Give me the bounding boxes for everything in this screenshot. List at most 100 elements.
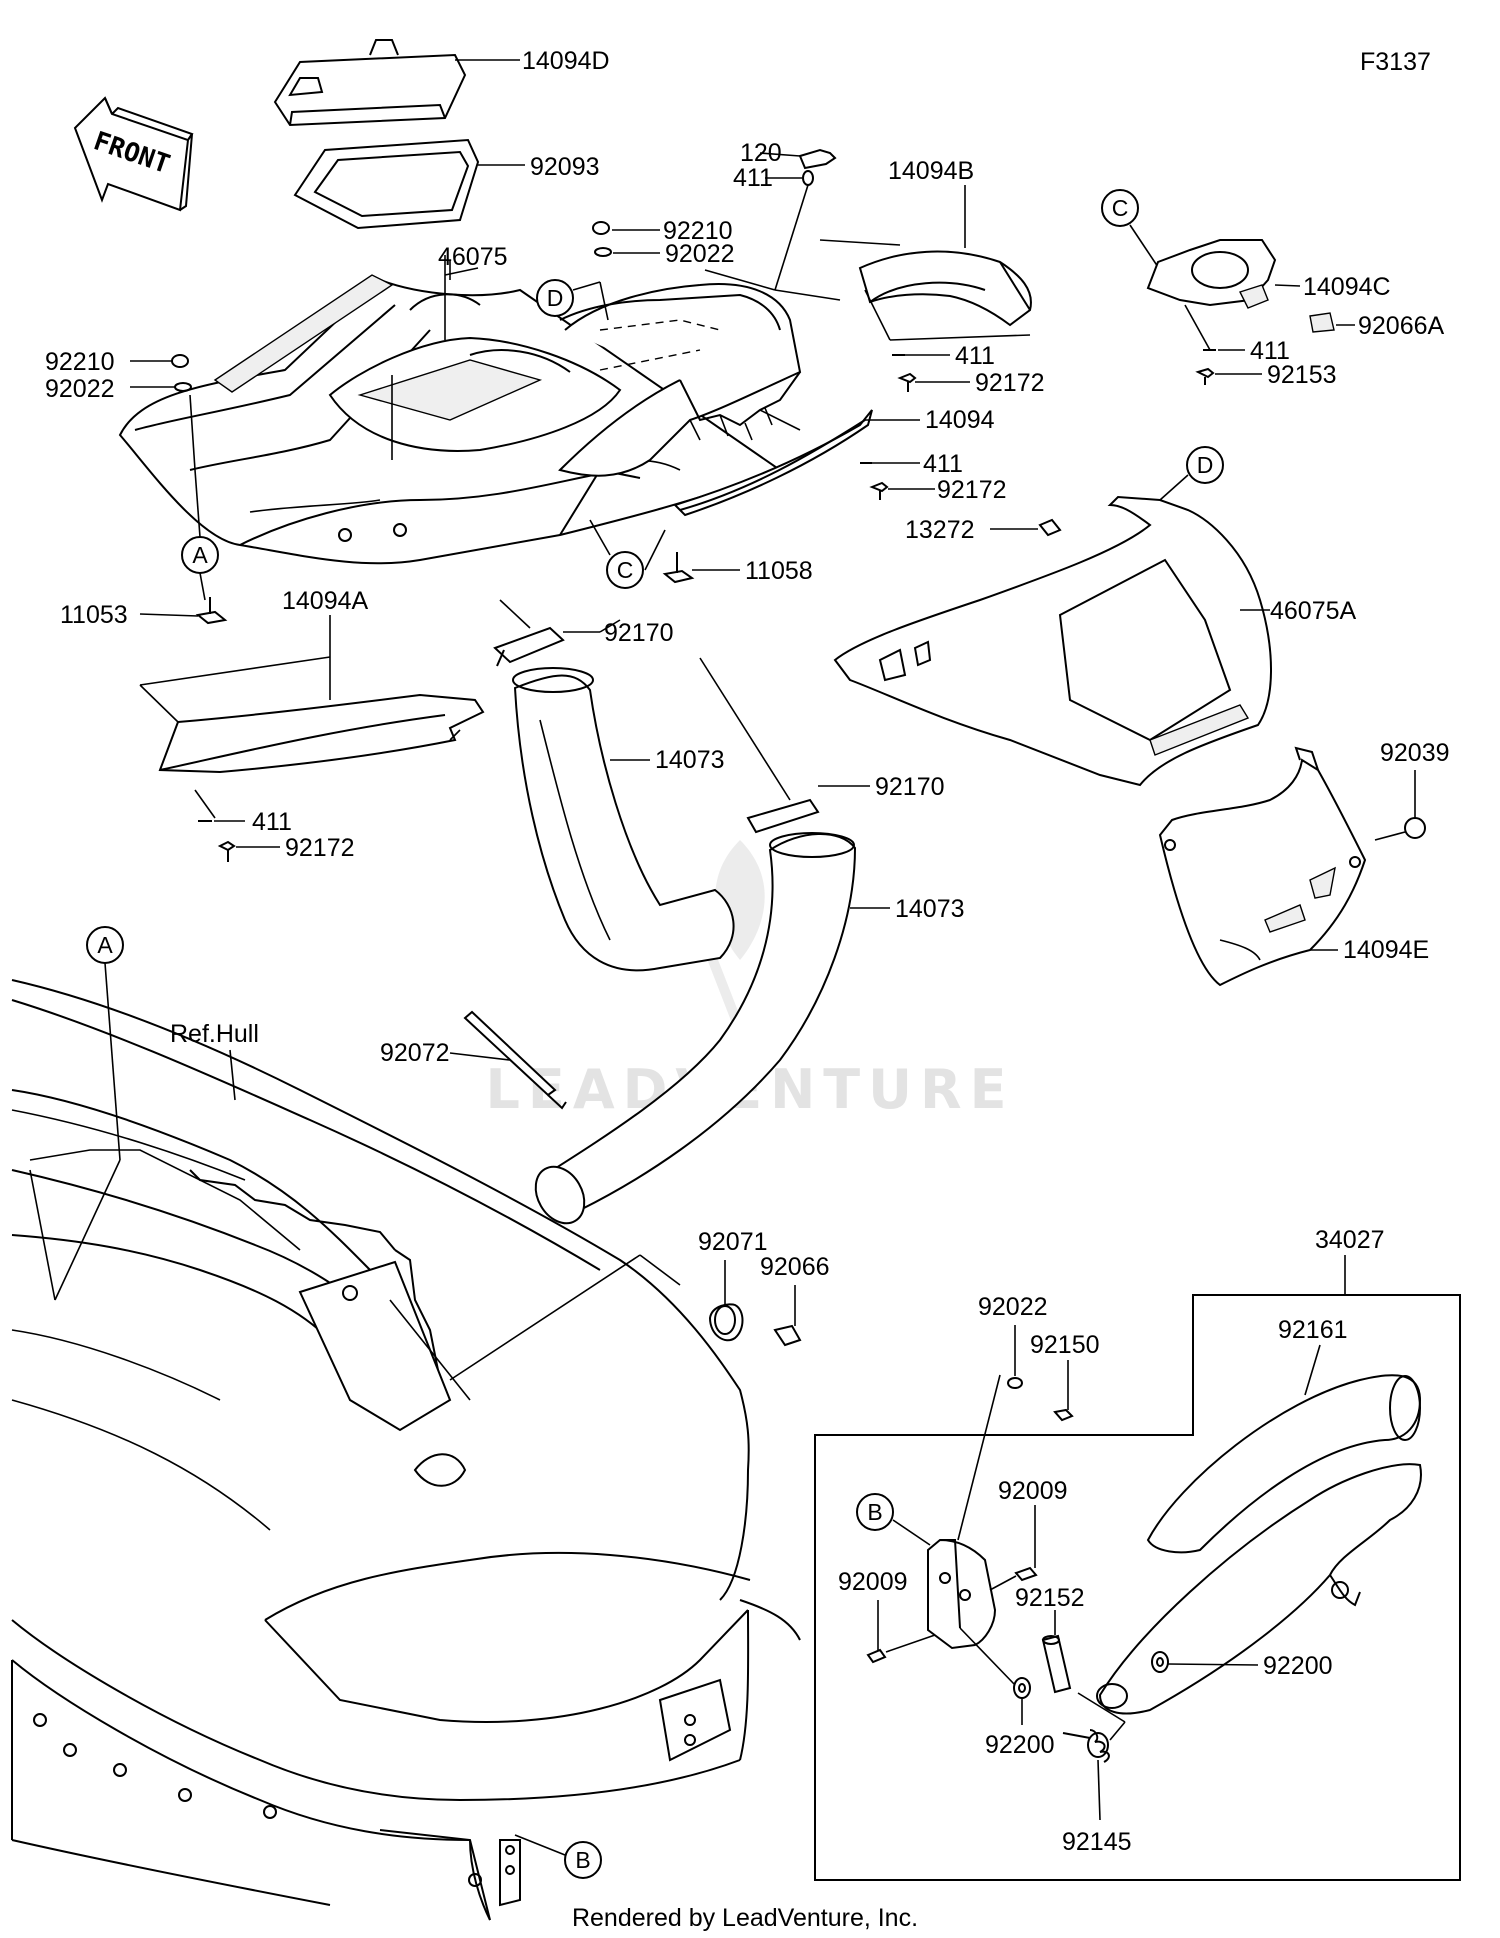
part-92172-left: [217, 840, 280, 862]
part-92093: [293, 138, 525, 230]
callout-C-top: C: [1101, 189, 1161, 271]
part-11058: [662, 552, 740, 584]
label-14073-a: 14073: [655, 746, 725, 774]
label-14094B: 14094B: [888, 157, 974, 185]
label-14094E: 14094E: [1343, 936, 1429, 964]
label-92172-left: 92172: [285, 834, 355, 862]
part-92172-b: [897, 372, 970, 392]
svg-text:B: B: [867, 1499, 882, 1525]
part-bracket: [927, 1374, 1016, 1686]
label-92170-a: 92170: [604, 619, 674, 647]
svg-text:C: C: [1112, 195, 1129, 221]
part-92009-b: [866, 1600, 936, 1664]
callout-C-mid: C: [589, 519, 666, 589]
label-ref-hull: Ref.Hull: [170, 1020, 259, 1048]
callout-D-right: D: [1159, 446, 1224, 501]
part-92210-top: [592, 221, 660, 235]
label-411-top: 411: [733, 164, 773, 192]
part-92161: [1096, 1344, 1422, 1715]
svg-text:D: D: [547, 285, 564, 311]
part-92153: [1195, 367, 1262, 385]
figure-code: F3137: [1360, 48, 1431, 76]
label-14094D: 14094D: [522, 47, 610, 75]
part-14094D: [273, 39, 520, 127]
label-34027: 34027: [1315, 1226, 1385, 1254]
part-14094: [673, 409, 920, 517]
callout-A-hull: A: [29, 926, 124, 1301]
part-92072: [449, 1010, 567, 1110]
label-92066: 92066: [760, 1253, 830, 1281]
label-13272: 13272: [905, 516, 975, 544]
hull-reference: [11, 979, 801, 1921]
part-92022-top: [594, 247, 660, 257]
label-92093: 92093: [530, 153, 600, 181]
part-11053: [139, 597, 228, 625]
label-92210-left: 92210: [45, 348, 115, 376]
part-92200-b: [1151, 1651, 1259, 1673]
part-411-top: [704, 170, 841, 301]
part-92152: [1041, 1610, 1072, 1694]
callout-A-top: A: [181, 469, 219, 601]
label-120: 120: [740, 139, 782, 167]
label-411-c: 411: [1250, 337, 1290, 365]
part-92039: [1374, 770, 1426, 841]
label-92009-b: 92009: [838, 1568, 908, 1596]
label-92153: 92153: [1267, 361, 1337, 389]
footer-credit: Rendered by LeadVenture, Inc.: [572, 1904, 918, 1932]
callout-D-top: D: [536, 279, 609, 321]
callout-B-hull: B: [514, 1834, 602, 1879]
label-92152: 92152: [1015, 1584, 1085, 1612]
label-92170-b: 92170: [875, 773, 945, 801]
label-14073-b: 14073: [895, 895, 965, 923]
part-seat: [558, 283, 802, 477]
svg-text:D: D: [1197, 452, 1214, 478]
label-92145: 92145: [1062, 1828, 1132, 1856]
part-92022-left: [130, 382, 196, 471]
part-14094B: [819, 185, 1032, 341]
svg-text:C: C: [617, 557, 634, 583]
label-11058: 11058: [745, 557, 813, 585]
part-92172-m: [869, 481, 935, 500]
callout-B-box: B: [856, 1493, 931, 1546]
svg-text:A: A: [97, 932, 113, 958]
label-14094A: 14094A: [282, 587, 369, 615]
part-14094A: [139, 615, 485, 819]
label-411-m: 411: [923, 450, 963, 478]
part-13272: [990, 518, 1062, 537]
part-14094C: [1146, 239, 1301, 309]
label-92022-b: 92022: [978, 1293, 1048, 1321]
part-92170-b: [699, 657, 870, 834]
part-14073-b: [534, 832, 890, 1225]
part-92009-a: [989, 1505, 1038, 1591]
part-92022-b: [1007, 1325, 1023, 1389]
part-46075A: [833, 495, 1272, 787]
part-92210-left: [130, 354, 189, 368]
part-92066: [773, 1285, 802, 1347]
label-92039: 92039: [1380, 739, 1450, 767]
label-92161: 92161: [1278, 1316, 1348, 1344]
label-92066A: 92066A: [1358, 312, 1445, 340]
label-411-left: 411: [252, 808, 292, 836]
label-46075: 46075: [438, 243, 508, 271]
label-92009-a: 92009: [998, 1477, 1068, 1505]
part-92071: [708, 1260, 744, 1342]
assembly-34027-box: [814, 1255, 1461, 1881]
label-14094C: 14094C: [1303, 273, 1391, 301]
label-92200-b: 92200: [1263, 1652, 1333, 1680]
part-92200-a: [1013, 1677, 1031, 1725]
part-92066A: [1309, 312, 1355, 333]
label-11053: 11053: [60, 601, 128, 629]
label-92150: 92150: [1030, 1331, 1100, 1359]
front-arrow: FRONT: [73, 96, 194, 212]
label-92210-top: 92210: [663, 217, 733, 245]
label-92022-left: 92022: [45, 375, 115, 403]
label-92172-m: 92172: [937, 476, 1007, 504]
label-92071: 92071: [698, 1228, 768, 1256]
part-14094E: [1158, 746, 1367, 987]
label-14094: 14094: [925, 406, 995, 434]
part-92170-a: [493, 599, 621, 667]
part-120: [759, 148, 837, 170]
part-92145: [1062, 1692, 1126, 1821]
part-411-c: [1184, 304, 1245, 351]
